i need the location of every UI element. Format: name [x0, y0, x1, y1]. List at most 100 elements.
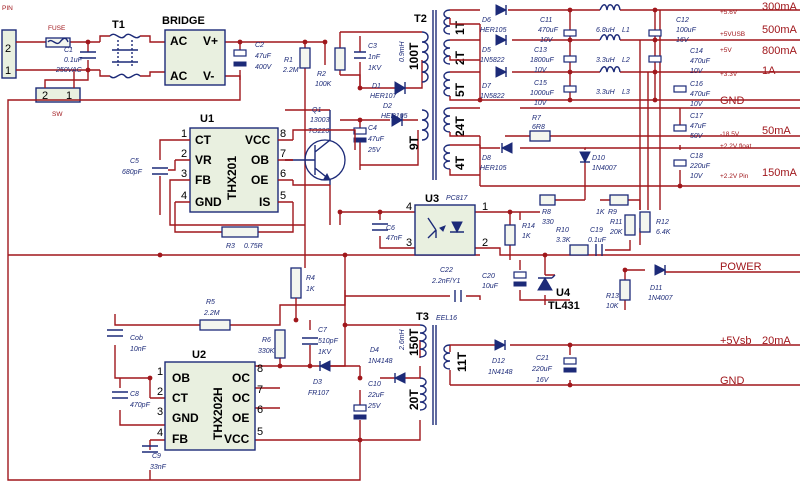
sw-connector: 2 1 SW [35, 87, 81, 118]
l2-inductor: 3.3uH L2 [596, 34, 630, 64]
c12-capacitor: C12 100uF 16V [648, 17, 697, 44]
svg-text:C3: C3 [368, 43, 377, 50]
svg-text:C8: C8 [130, 391, 139, 398]
r8-resistor: R8 330 [539, 194, 556, 226]
c22-capacitor: C22 2.2nF/Y1 [431, 267, 462, 302]
svg-text:6R8: 6R8 [532, 124, 545, 131]
svg-text:R6: R6 [262, 337, 271, 344]
svg-text:BRIDGE: BRIDGE [162, 15, 205, 27]
svg-text:C7: C7 [318, 327, 328, 334]
svg-text:10uF: 10uF [482, 283, 499, 290]
svg-text:C19: C19 [590, 227, 603, 234]
svg-text:C12: C12 [676, 17, 689, 24]
svg-text:FB: FB [195, 173, 211, 187]
svg-text:1: 1 [66, 90, 72, 102]
svg-text:R5: R5 [206, 299, 215, 306]
svg-text:C5: C5 [130, 158, 139, 165]
feedback-wires [8, 199, 800, 310]
svg-text:47uF: 47uF [368, 136, 385, 143]
svg-text:10V: 10V [690, 173, 704, 180]
r12-resistor: R12 6.4K [639, 211, 671, 236]
svg-text:R7: R7 [532, 115, 542, 122]
svg-text:VR: VR [195, 153, 212, 167]
svg-text:GND: GND [720, 95, 745, 107]
r5-resistor: R5 2.2M [199, 299, 231, 331]
c1-capacitor: C1 0.1uF 250VAC [55, 47, 96, 74]
svg-text:3: 3 [181, 168, 187, 180]
svg-text:800mA: 800mA [762, 45, 798, 57]
svg-text:TO220: TO220 [308, 128, 329, 135]
svg-text:PIN: PIN [2, 5, 13, 12]
svg-text:20K: 20K [609, 229, 623, 236]
svg-text:0.75R: 0.75R [244, 243, 263, 250]
d10-diode: D10 1N4007 [579, 151, 618, 172]
svg-text:6.8uH: 6.8uH [596, 27, 616, 34]
svg-text:1: 1 [482, 201, 488, 213]
svg-text:D11: D11 [650, 285, 662, 292]
svg-text:VCC: VCC [245, 133, 271, 147]
r6-resistor: R6 330K [258, 329, 286, 359]
svg-text:33nF: 33nF [150, 464, 167, 471]
l1-inductor: 6.8uH L1 [596, 4, 630, 34]
svg-text:2: 2 [181, 148, 187, 160]
bridge-rectifier: BRIDGE AC AC V+ V- [162, 15, 226, 86]
svg-text:47nF: 47nF [386, 235, 403, 242]
c5-capacitor: C5 680pF [122, 158, 168, 176]
svg-text:11T: 11T [455, 351, 469, 372]
svg-text:5: 5 [280, 190, 286, 202]
r10-resistor: R10 3.3K [556, 227, 589, 256]
r4-resistor: R4 1K [290, 267, 315, 320]
svg-text:47uF: 47uF [690, 123, 707, 130]
svg-text:C1: C1 [64, 47, 73, 54]
svg-text:FB: FB [172, 432, 188, 446]
svg-text:+2.2V float: +2.2V float [720, 143, 751, 150]
svg-text:2: 2 [157, 386, 163, 398]
svg-text:+5V: +5V [720, 47, 732, 54]
svg-text:0.1uF: 0.1uF [588, 237, 607, 244]
svg-text:20mA: 20mA [762, 335, 791, 347]
svg-text:L2: L2 [622, 57, 630, 64]
c11-capacitor: C11 470uF 10V [538, 17, 577, 44]
svg-text:D6: D6 [482, 17, 491, 24]
svg-text:T3: T3 [416, 311, 429, 323]
svg-text:THX201: THX201 [225, 156, 239, 200]
svg-text:1K: 1K [522, 233, 531, 240]
svg-text:470uF: 470uF [690, 91, 711, 98]
svg-text:3: 3 [406, 237, 412, 249]
c20-capacitor: C20 10uF [482, 271, 527, 290]
svg-text:C16: C16 [690, 81, 703, 88]
svg-text:150T: 150T [407, 328, 421, 356]
svg-text:1T: 1T [453, 20, 467, 35]
u1-controller: U1 1 2 3 4 CT VR FB GND 8 7 6 5 VCC OB O… [175, 113, 293, 213]
svg-text:U3: U3 [425, 193, 439, 205]
svg-text:1N5822: 1N5822 [480, 57, 505, 64]
c21-capacitor: C21 220uF 16V [531, 355, 577, 384]
svg-text:L1: L1 [622, 27, 630, 34]
u2-controller: U2 1 2 3 4 OB CT GND FB 8 7 6 5 OC OC OE… [157, 349, 263, 451]
svg-text:6: 6 [280, 168, 286, 180]
svg-text:R10: R10 [556, 227, 569, 234]
svg-text:50V: 50V [690, 133, 704, 140]
c16-capacitor: C16 470uF 10V [673, 81, 711, 108]
svg-text:D10: D10 [592, 155, 605, 162]
svg-text:R11: R11 [610, 219, 622, 226]
t1-choke: T1 [109, 19, 141, 79]
svg-text:1N4007: 1N4007 [648, 295, 674, 302]
r13-resistor: R13 10K [606, 279, 631, 310]
svg-text:TL431: TL431 [548, 300, 580, 312]
svg-text:OC: OC [232, 371, 250, 385]
svg-text:1: 1 [181, 128, 187, 140]
svg-text:1N5822: 1N5822 [480, 93, 505, 100]
c13-capacitor: C13 1800uF 10V [530, 47, 577, 74]
svg-text:1A: 1A [762, 65, 776, 77]
c17-capacitor: C17 47uF 50V [673, 113, 707, 140]
svg-text:C18: C18 [690, 153, 703, 160]
svg-text:2.2M: 2.2M [203, 310, 220, 317]
svg-text:GND: GND [720, 375, 745, 387]
svg-text:0.9mH: 0.9mH [399, 40, 406, 62]
svg-text:2: 2 [5, 43, 11, 55]
svg-text:25V: 25V [367, 147, 382, 154]
svg-text:SW: SW [52, 111, 63, 118]
svg-text:4: 4 [157, 427, 163, 439]
svg-text:1: 1 [157, 366, 163, 378]
